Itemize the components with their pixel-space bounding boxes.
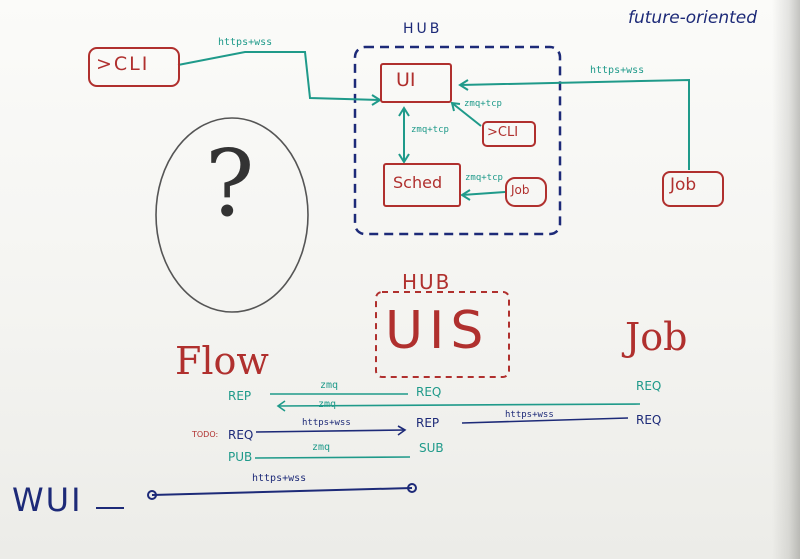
wui-label: WUI [12, 481, 83, 519]
uis-hub-caption: HUB [402, 270, 452, 294]
board-frame-edge [772, 0, 800, 559]
job-title: Job [625, 315, 688, 359]
flow-row3-todo: TODO: [192, 430, 219, 439]
corner-note: future-oriented [628, 8, 758, 28]
right-job-link-label: https+wss [590, 65, 645, 76]
hub-job-label: Job [511, 183, 530, 197]
job-to-ui-arrowhead [458, 79, 469, 91]
ui-cli-line [451, 102, 482, 127]
flow-row4-mid-label: zmq [312, 442, 331, 453]
cli-to-ui-line [177, 51, 381, 101]
flow-row2-mid-label: zmq [318, 399, 337, 410]
flow-row3-left: REQ [228, 428, 254, 442]
right-job-box [662, 171, 724, 207]
ui-sched-arrowhead-top [398, 106, 410, 117]
flow-row3-right-label: https+wss [505, 410, 554, 420]
flow-row3-mid-label: https+wss [302, 418, 351, 428]
question-mark: ? [205, 130, 255, 237]
question-oval [155, 117, 309, 313]
hub-title: HUB [403, 21, 443, 37]
uis-label: UIS [385, 301, 490, 361]
hub-ui-label: UI [396, 69, 416, 91]
flow-row4-left: PUB [228, 450, 253, 464]
wui-line-end-dot [407, 483, 417, 493]
flow-arrowhead-req-rep [397, 425, 407, 436]
ui-cli-arrowhead [450, 101, 461, 112]
wui-link-label: https+wss [252, 473, 307, 484]
flow-line-rep-req-right [461, 417, 629, 424]
hub-cli-label: >CLI [487, 125, 519, 140]
uis-dashed-box [375, 291, 510, 378]
hub-dashed-box [353, 45, 562, 236]
flow-row1-left: REP [228, 389, 252, 403]
ui-sched-arrowhead-bottom [398, 153, 410, 164]
flow-row4-mid: SUB [419, 441, 444, 455]
job-to-ui-line [459, 78, 690, 170]
left-cli-label: >CLI [96, 53, 150, 75]
flow-title: Flow [175, 339, 269, 383]
sched-job-link-label: zmq+tcp [465, 173, 503, 183]
job-sched-line [461, 191, 506, 196]
flow-arrowhead-zmq-long [276, 400, 286, 412]
ui-cli-link-label: zmq+tcp [464, 99, 502, 109]
left-cli-box [88, 47, 180, 87]
flow-row3-mid: REP [416, 416, 440, 430]
flow-row3-right: REQ [636, 413, 662, 427]
flow-line-req-rep [255, 429, 406, 433]
hub-job-box [505, 177, 547, 207]
right-job-label: Job [670, 175, 697, 195]
wui-line [151, 487, 413, 496]
flow-row1-right: REQ [636, 379, 662, 393]
flow-line-pub-sub [254, 456, 411, 459]
hub-ui-box [380, 63, 452, 103]
ui-sched-link-label: zmq+tcp [411, 125, 449, 135]
flow-row1-mid-label: zmq [320, 380, 339, 391]
hub-cli-box [482, 121, 536, 147]
flow-row1-mid: REQ [416, 385, 442, 399]
hub-sched-label: Sched [393, 173, 443, 192]
hub-sched-box [383, 163, 461, 207]
flow-line-zmq-long [277, 403, 641, 407]
left-cli-link-label: https+wss [218, 37, 273, 48]
job-sched-arrowhead [460, 189, 471, 201]
wui-line-start-dot [147, 490, 157, 500]
